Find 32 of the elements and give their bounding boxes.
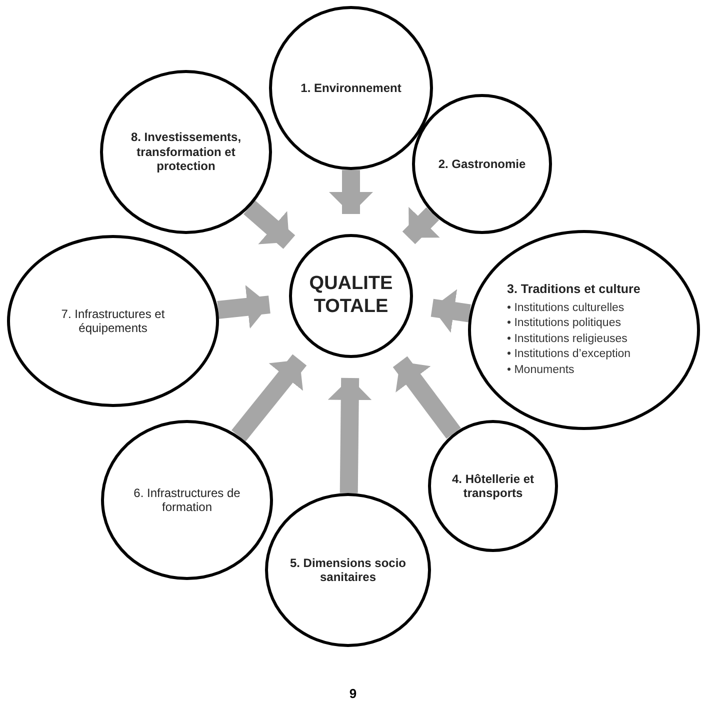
theme-circle bbox=[101, 420, 273, 580]
block-arrow bbox=[329, 170, 373, 214]
block-arrow bbox=[244, 200, 296, 249]
bullet-item: • Monuments bbox=[507, 362, 576, 378]
bullet-item: • Institutions politiques bbox=[507, 316, 622, 332]
theme-circle bbox=[269, 6, 433, 170]
bullet-item: • Institutions religieuses bbox=[507, 332, 628, 347]
theme-title: 5. Dimensions socio sanitaires bbox=[288, 556, 408, 584]
block-arrow bbox=[217, 284, 270, 329]
bullet-item: • Institutions d’exception bbox=[507, 347, 631, 362]
theme-title: QUALITE TOTALE bbox=[308, 273, 394, 319]
theme-circle bbox=[428, 420, 558, 552]
block-arrow bbox=[328, 378, 372, 494]
theme-title: 7. Infrastructures et équipements bbox=[60, 306, 166, 336]
theme-title: 8. Investissements, transformation et protection bbox=[130, 130, 242, 174]
block-arrow bbox=[430, 289, 471, 333]
theme-title: 1. Environnement bbox=[300, 80, 402, 96]
theme-circle bbox=[7, 235, 219, 407]
block-arrow bbox=[402, 206, 440, 244]
bullet-item: • Institutions culturelles bbox=[507, 300, 626, 316]
page-number: 9 bbox=[348, 686, 358, 701]
theme-title: 3. Traditions et culture bbox=[507, 282, 640, 297]
theme-circle bbox=[412, 94, 552, 234]
block-arrow bbox=[392, 356, 461, 439]
central-circle bbox=[289, 234, 413, 358]
theme-circle bbox=[468, 230, 700, 430]
theme-circle bbox=[265, 493, 431, 647]
theme-title: 4. Hôtellerie et transports bbox=[450, 472, 536, 500]
theme-title: 2. Gastronomie bbox=[438, 156, 526, 172]
block-arrow bbox=[231, 354, 307, 442]
theme-circle bbox=[100, 70, 272, 234]
theme-title: 6. Infrastructures de formation bbox=[132, 486, 242, 514]
